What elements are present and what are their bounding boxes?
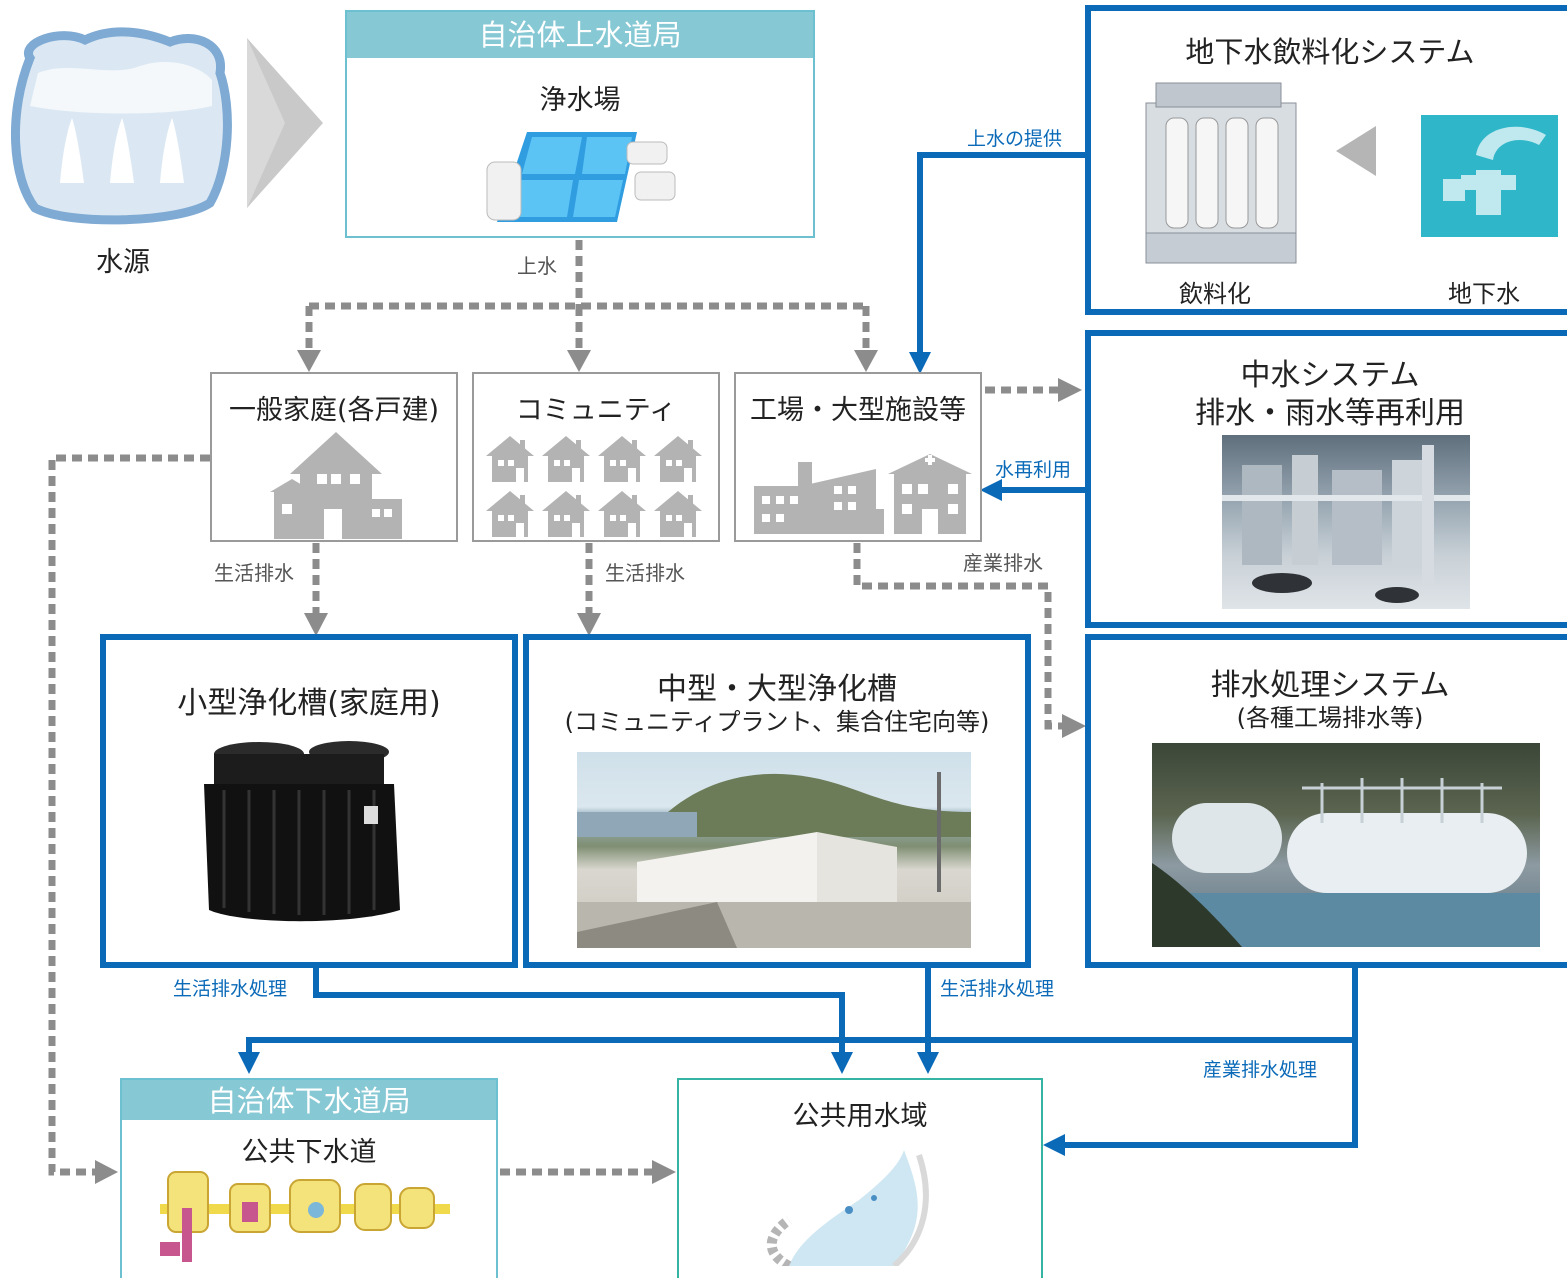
domestic-wastewater-label-1: 生活排水 xyxy=(214,561,294,585)
small-house-icon xyxy=(542,491,590,537)
factory-icon xyxy=(754,454,972,534)
purification-plant-header: 自治体上水道局 xyxy=(347,12,813,58)
groundwater-pump-icon xyxy=(1421,115,1558,237)
potable-water-unit-icon xyxy=(1145,82,1558,264)
potable-label: 飲料化 xyxy=(1179,280,1251,308)
community-title: コミュニティ xyxy=(515,395,677,426)
wastewater-system-box: 排水処理システム (各種工場排水等) xyxy=(1085,634,1567,968)
small-house-icon xyxy=(486,436,534,482)
small-house-icon xyxy=(542,436,590,482)
groundwater-label: 地下水 xyxy=(1448,280,1520,308)
small-house-icon xyxy=(598,491,646,537)
water-source-icon xyxy=(10,27,232,225)
water-reuse-label: 水再利用 xyxy=(995,459,1072,481)
small-house-icon xyxy=(654,491,702,537)
greywater-plant-photo xyxy=(1222,435,1470,609)
tap-water-supply-label: 上水の提供 xyxy=(967,128,1063,150)
large-septic-title: 中型・大型浄化槽 xyxy=(657,672,897,707)
domestic-wastewater-label-2: 生活排水 xyxy=(605,561,685,585)
purification-plant-title: 浄水場 xyxy=(539,85,621,116)
households-box: 一般家庭(各戸建) xyxy=(210,372,458,542)
domestic-treatment-label-1: 生活排水処理 xyxy=(173,978,288,1000)
sewerage-facility-icon xyxy=(160,1171,450,1262)
small-house-icon xyxy=(654,436,702,482)
factory-title: 工場・大型施設等 xyxy=(750,395,966,426)
small-septic-tank-photo xyxy=(204,741,400,922)
factory-box: 工場・大型施設等 xyxy=(734,372,982,542)
wastewater-plant-photo xyxy=(1152,743,1540,947)
tap-water-label: 上水 xyxy=(517,254,557,278)
water-source-label: 水源 xyxy=(96,247,150,278)
wastewater-subtitle: (各種工場排水等) xyxy=(1236,704,1424,732)
purification-plant-icon xyxy=(486,132,676,222)
greywater-title-1: 中水システム xyxy=(1240,358,1420,393)
sewerage-title: 公共下水道 xyxy=(241,1137,377,1168)
households-title: 一般家庭(各戸建) xyxy=(228,395,440,426)
large-septic-box: 中型・大型浄化槽 (コミュニティプラント、集合住宅向等) xyxy=(523,634,1031,968)
public-waters-title: 公共用水域 xyxy=(792,1101,928,1132)
small-house-icon xyxy=(486,491,534,537)
public-waters-box: 公共用水域 xyxy=(677,1078,1043,1278)
small-septic-title: 小型浄化槽(家庭用) xyxy=(177,686,441,721)
groundwater-system-box: 地下水飲料化システム 飲料化 地下水 xyxy=(1085,5,1567,315)
wastewater-title: 排水処理システム xyxy=(1210,668,1450,703)
purification-plant-box: 自治体上水道局 浄水場 xyxy=(345,10,815,238)
greywater-title-2: 排水・雨水等再利用 xyxy=(1195,396,1465,431)
greywater-system-box: 中水システム 排水・雨水等再利用 xyxy=(1085,330,1567,628)
small-house-icon xyxy=(598,436,646,482)
industrial-treatment-label: 産業排水処理 xyxy=(1203,1059,1318,1081)
large-septic-subtitle: (コミュニティプラント、集合住宅向等) xyxy=(564,708,990,736)
small-septic-box: 小型浄化槽(家庭用) xyxy=(100,634,518,968)
river-icon xyxy=(766,1150,929,1266)
sewerage-header: 自治体下水道局 xyxy=(122,1080,496,1120)
industrial-wastewater-label: 産業排水 xyxy=(963,551,1043,575)
water-source: 水源 xyxy=(0,18,240,278)
house-icon xyxy=(270,432,402,539)
large-septic-photo xyxy=(577,752,971,948)
community-houses-icon xyxy=(486,436,702,537)
sewerage-box: 自治体下水道局 公共下水道 xyxy=(120,1078,498,1278)
groundwater-system-title: 地下水飲料化システム xyxy=(1185,35,1475,69)
community-box: コミュニティ xyxy=(472,372,720,542)
domestic-treatment-label-2: 生活排水処理 xyxy=(940,978,1055,1000)
